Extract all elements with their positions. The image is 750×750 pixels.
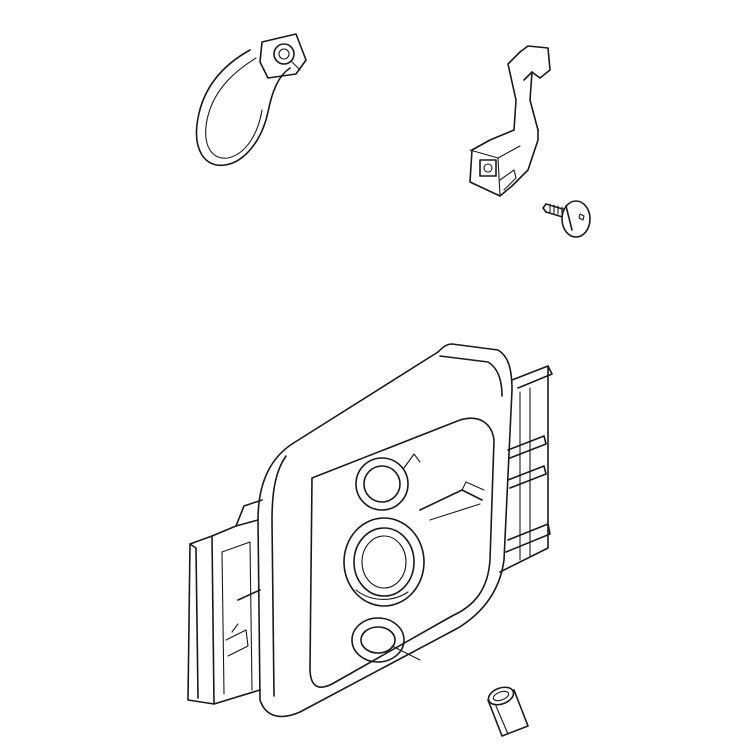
screw — [542, 200, 591, 238]
choke-lever — [195, 33, 307, 167]
throttle-lever-bracket — [469, 45, 551, 197]
tube-bushing — [487, 686, 529, 737]
air-filter-base-plate — [187, 343, 553, 718]
